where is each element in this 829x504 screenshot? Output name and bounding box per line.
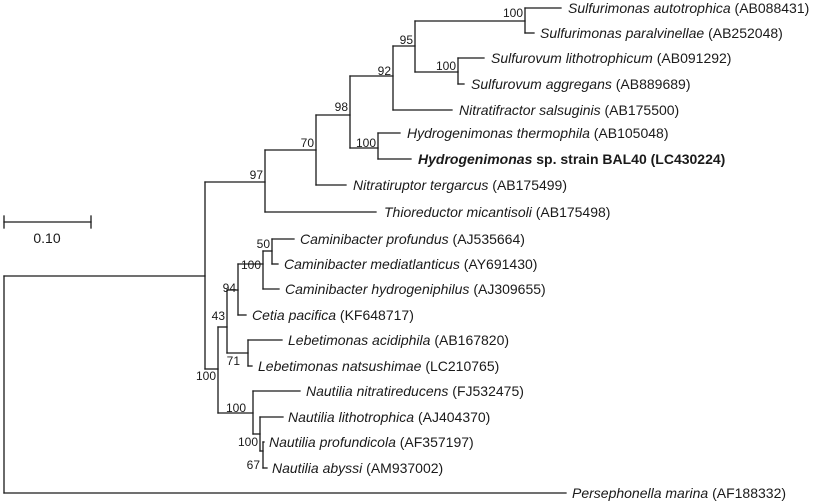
bootstrap-value: 70 — [301, 136, 315, 150]
taxon-label: Nautilia nitratireducens (FJ532475) — [306, 383, 524, 399]
taxon-label: Cetia pacifica (KF648717) — [252, 307, 414, 323]
bootstrap-values: 100 95 100 92 98 100 70 97 50 100 94 43 … — [196, 6, 523, 472]
taxon-label: Caminibacter hydrogeniphilus (AJ309655) — [285, 281, 546, 297]
taxon-label: Persephonella marina (AF188332) — [572, 485, 786, 501]
taxon-labels: Sulfurimonas autotrophica (AB088431) Sul… — [252, 0, 809, 501]
taxon-label: Nautilia lithotrophica (AJ404370) — [288, 409, 490, 425]
scale-bar: 0.10 — [3, 215, 92, 246]
taxon-label-highlighted: Hydrogenimonas sp. strain BAL40 (LC43022… — [418, 151, 725, 167]
taxon-label: Lebetimonas acidiphila (AB167820) — [288, 332, 509, 348]
bootstrap-value: 71 — [227, 354, 241, 368]
bootstrap-value: 100 — [356, 136, 376, 150]
taxon-label: Hydrogenimonas thermophila (AB105048) — [407, 125, 668, 141]
bootstrap-value: 97 — [250, 168, 264, 182]
bootstrap-value: 50 — [257, 237, 271, 251]
taxon-label: Sulfurimonas autotrophica (AB088431) — [568, 0, 809, 16]
tree-branches — [3, 7, 567, 494]
bootstrap-value: 100 — [238, 435, 258, 449]
bootstrap-value: 100 — [436, 59, 456, 73]
taxon-label: Caminibacter mediatlanticus (AY691430) — [284, 256, 537, 272]
taxon-label: Caminibacter profundus (AJ535664) — [300, 231, 525, 247]
bootstrap-value: 94 — [223, 281, 237, 295]
taxon-label: Thioreductor micantisoli (AB175498) — [384, 204, 610, 220]
scale-bar-label: 0.10 — [33, 230, 60, 246]
bootstrap-value: 67 — [247, 458, 261, 472]
taxon-label: Nautilia abyssi (AM937002) — [272, 460, 443, 476]
bootstrap-value: 100 — [241, 258, 261, 272]
taxon-label: Lebetimonas natsushimae (LC210765) — [258, 358, 499, 374]
taxon-label: Nitratiruptor tergarcus (AB175499) — [353, 177, 567, 193]
taxon-label: Nitratifractor salsuginis (AB175500) — [459, 102, 679, 118]
taxon-label: Nautilia profundicola (AF357197) — [269, 434, 474, 450]
taxon-label: Sulfurovum aggregans (AB889689) — [471, 76, 690, 92]
taxon-label: Sulfurimonas paralvinellae (AB252048) — [540, 25, 783, 41]
bootstrap-value: 92 — [378, 64, 392, 78]
bootstrap-value: 100 — [503, 6, 523, 20]
bootstrap-value: 100 — [196, 369, 216, 383]
bootstrap-value: 100 — [226, 401, 246, 415]
taxon-label: Sulfurovum lithotrophicum (AB091292) — [491, 50, 731, 66]
bootstrap-value: 98 — [335, 100, 349, 114]
bootstrap-value: 95 — [400, 33, 414, 47]
bootstrap-value: 43 — [212, 309, 226, 323]
